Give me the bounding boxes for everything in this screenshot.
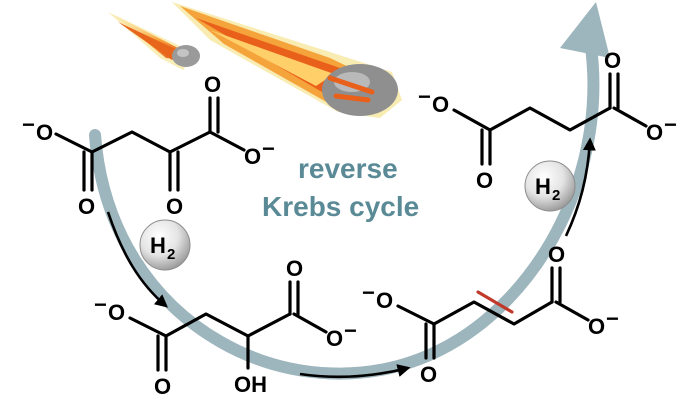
hydrogen-label: H <box>535 174 551 199</box>
oxygen-atom: O <box>166 194 183 219</box>
negative-charge: − <box>22 112 35 137</box>
negative-charge: − <box>664 112 677 137</box>
oxygen-atom: O <box>476 168 493 193</box>
oxygen-atom: O <box>548 242 565 267</box>
hydrogen-label: H <box>150 233 166 258</box>
molecule-oxaloacetate: − O O O O O − <box>22 72 275 219</box>
reaction-arrow-oxaloacetate-to-malate <box>106 211 168 308</box>
negative-charge: − <box>606 306 619 331</box>
hydrogen-subscript: 2 <box>167 246 175 263</box>
negative-charge: − <box>344 318 357 343</box>
hydroxyl-group: OH <box>234 372 267 397</box>
negative-charge: − <box>418 84 431 109</box>
meteor-large-icon <box>172 2 402 118</box>
oxygen-atom: O <box>588 314 605 339</box>
negative-charge: − <box>94 292 107 317</box>
cycle-arrow <box>89 2 610 380</box>
reaction-arrow-fumarate-to-succinate <box>564 137 596 237</box>
oxygen-atom: O <box>604 48 621 73</box>
meteor-small-icon <box>108 12 200 70</box>
hydrogen-reagent-badge: H 2 <box>139 219 191 271</box>
molecule-malate: − O O OH O O − <box>94 256 357 399</box>
oxygen-atom: O <box>286 256 303 281</box>
oxygen-atom: O <box>244 144 261 169</box>
cycle-title-line2: Krebs cycle <box>262 191 419 222</box>
oxygen-atom: O <box>204 72 221 97</box>
negative-charge: − <box>362 280 375 305</box>
hydrogen-subscript: 2 <box>552 187 560 204</box>
oxygen-atom: O <box>154 374 171 399</box>
oxygen-atom: O <box>646 120 663 145</box>
oxygen-atom: O <box>420 362 437 387</box>
oxygen-atom: O <box>376 288 393 313</box>
oxygen-atom: O <box>108 300 125 325</box>
molecule-fumarate: − O O O O − <box>362 242 619 387</box>
negative-charge: − <box>262 136 275 161</box>
oxygen-atom: O <box>432 92 449 117</box>
cycle-title-line1: reverse <box>298 153 398 184</box>
oxygen-atom: O <box>36 120 53 145</box>
oxygen-atom: O <box>78 194 95 219</box>
oxygen-atom: O <box>326 326 343 351</box>
hydrogen-reagent-badge: H 2 <box>524 160 576 212</box>
reaction-arrow-malate-to-fumarate <box>299 364 411 379</box>
molecule-succinate: − O O O O − <box>418 48 677 193</box>
